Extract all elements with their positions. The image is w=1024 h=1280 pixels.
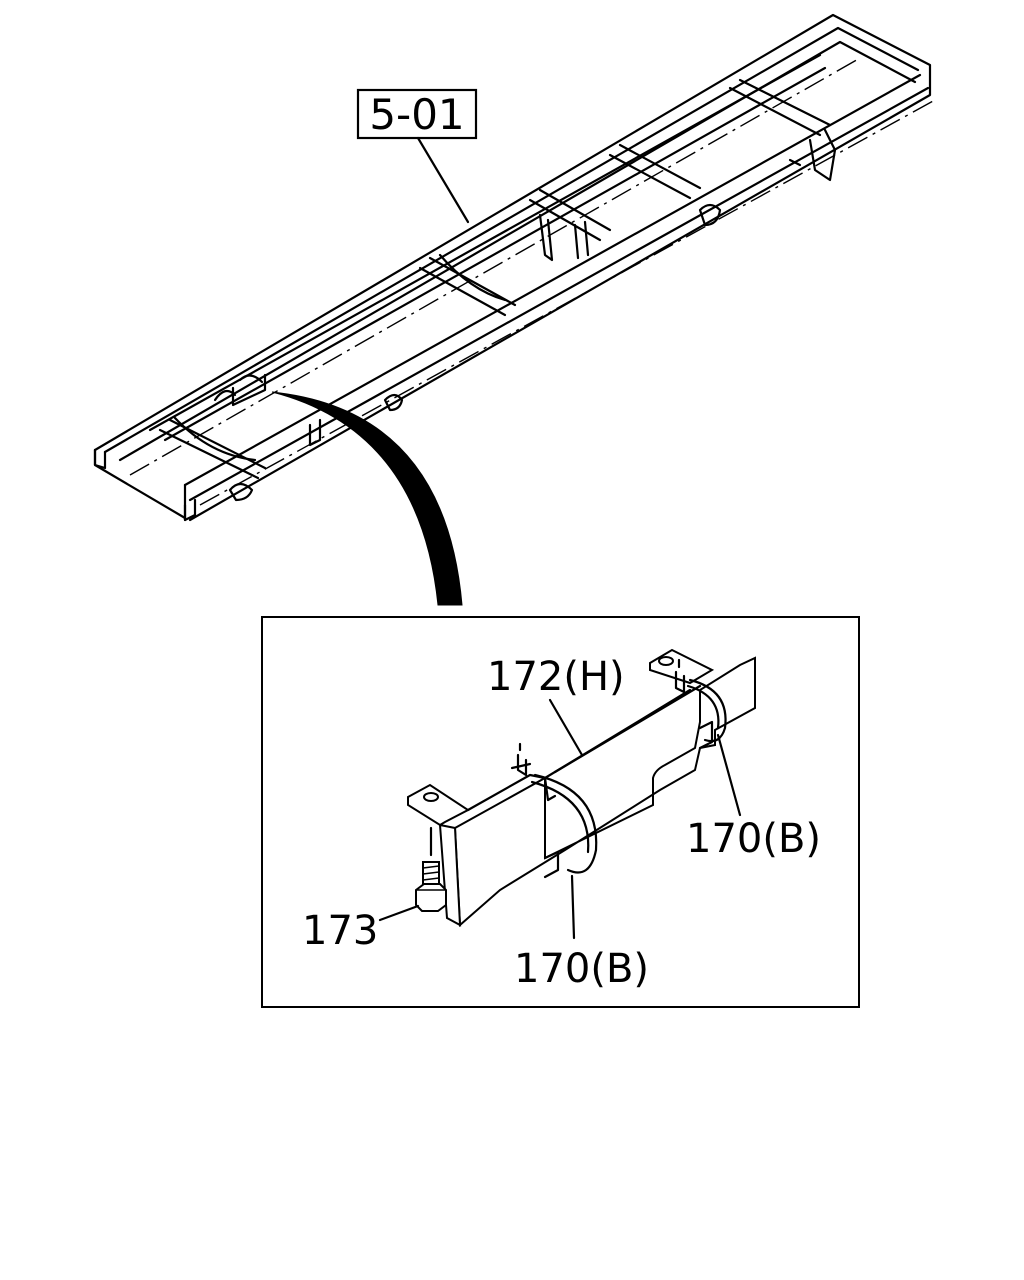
detail-view: 172(H) 170(B) 170(B) 173 <box>261 616 860 1008</box>
chassis-frame <box>93 13 936 522</box>
callout-173: 173 <box>302 908 378 954</box>
reference-label-text: 5-01 <box>369 90 464 139</box>
bracket-172 <box>407 648 756 928</box>
callout-170B-right: 170(B) <box>686 816 821 862</box>
callout-172H: 172(H) <box>487 654 625 700</box>
callouts: 172(H) 170(B) 170(B) 173 <box>302 654 821 992</box>
detail-pointer-arrow <box>271 391 463 606</box>
reference-label: 5-01 <box>356 88 478 224</box>
leader-lines <box>378 698 742 940</box>
clip-170-right <box>674 658 727 743</box>
clip-170-left <box>510 742 598 874</box>
callout-170B-left: 170(B) <box>514 946 649 992</box>
bolt-173 <box>415 826 447 912</box>
